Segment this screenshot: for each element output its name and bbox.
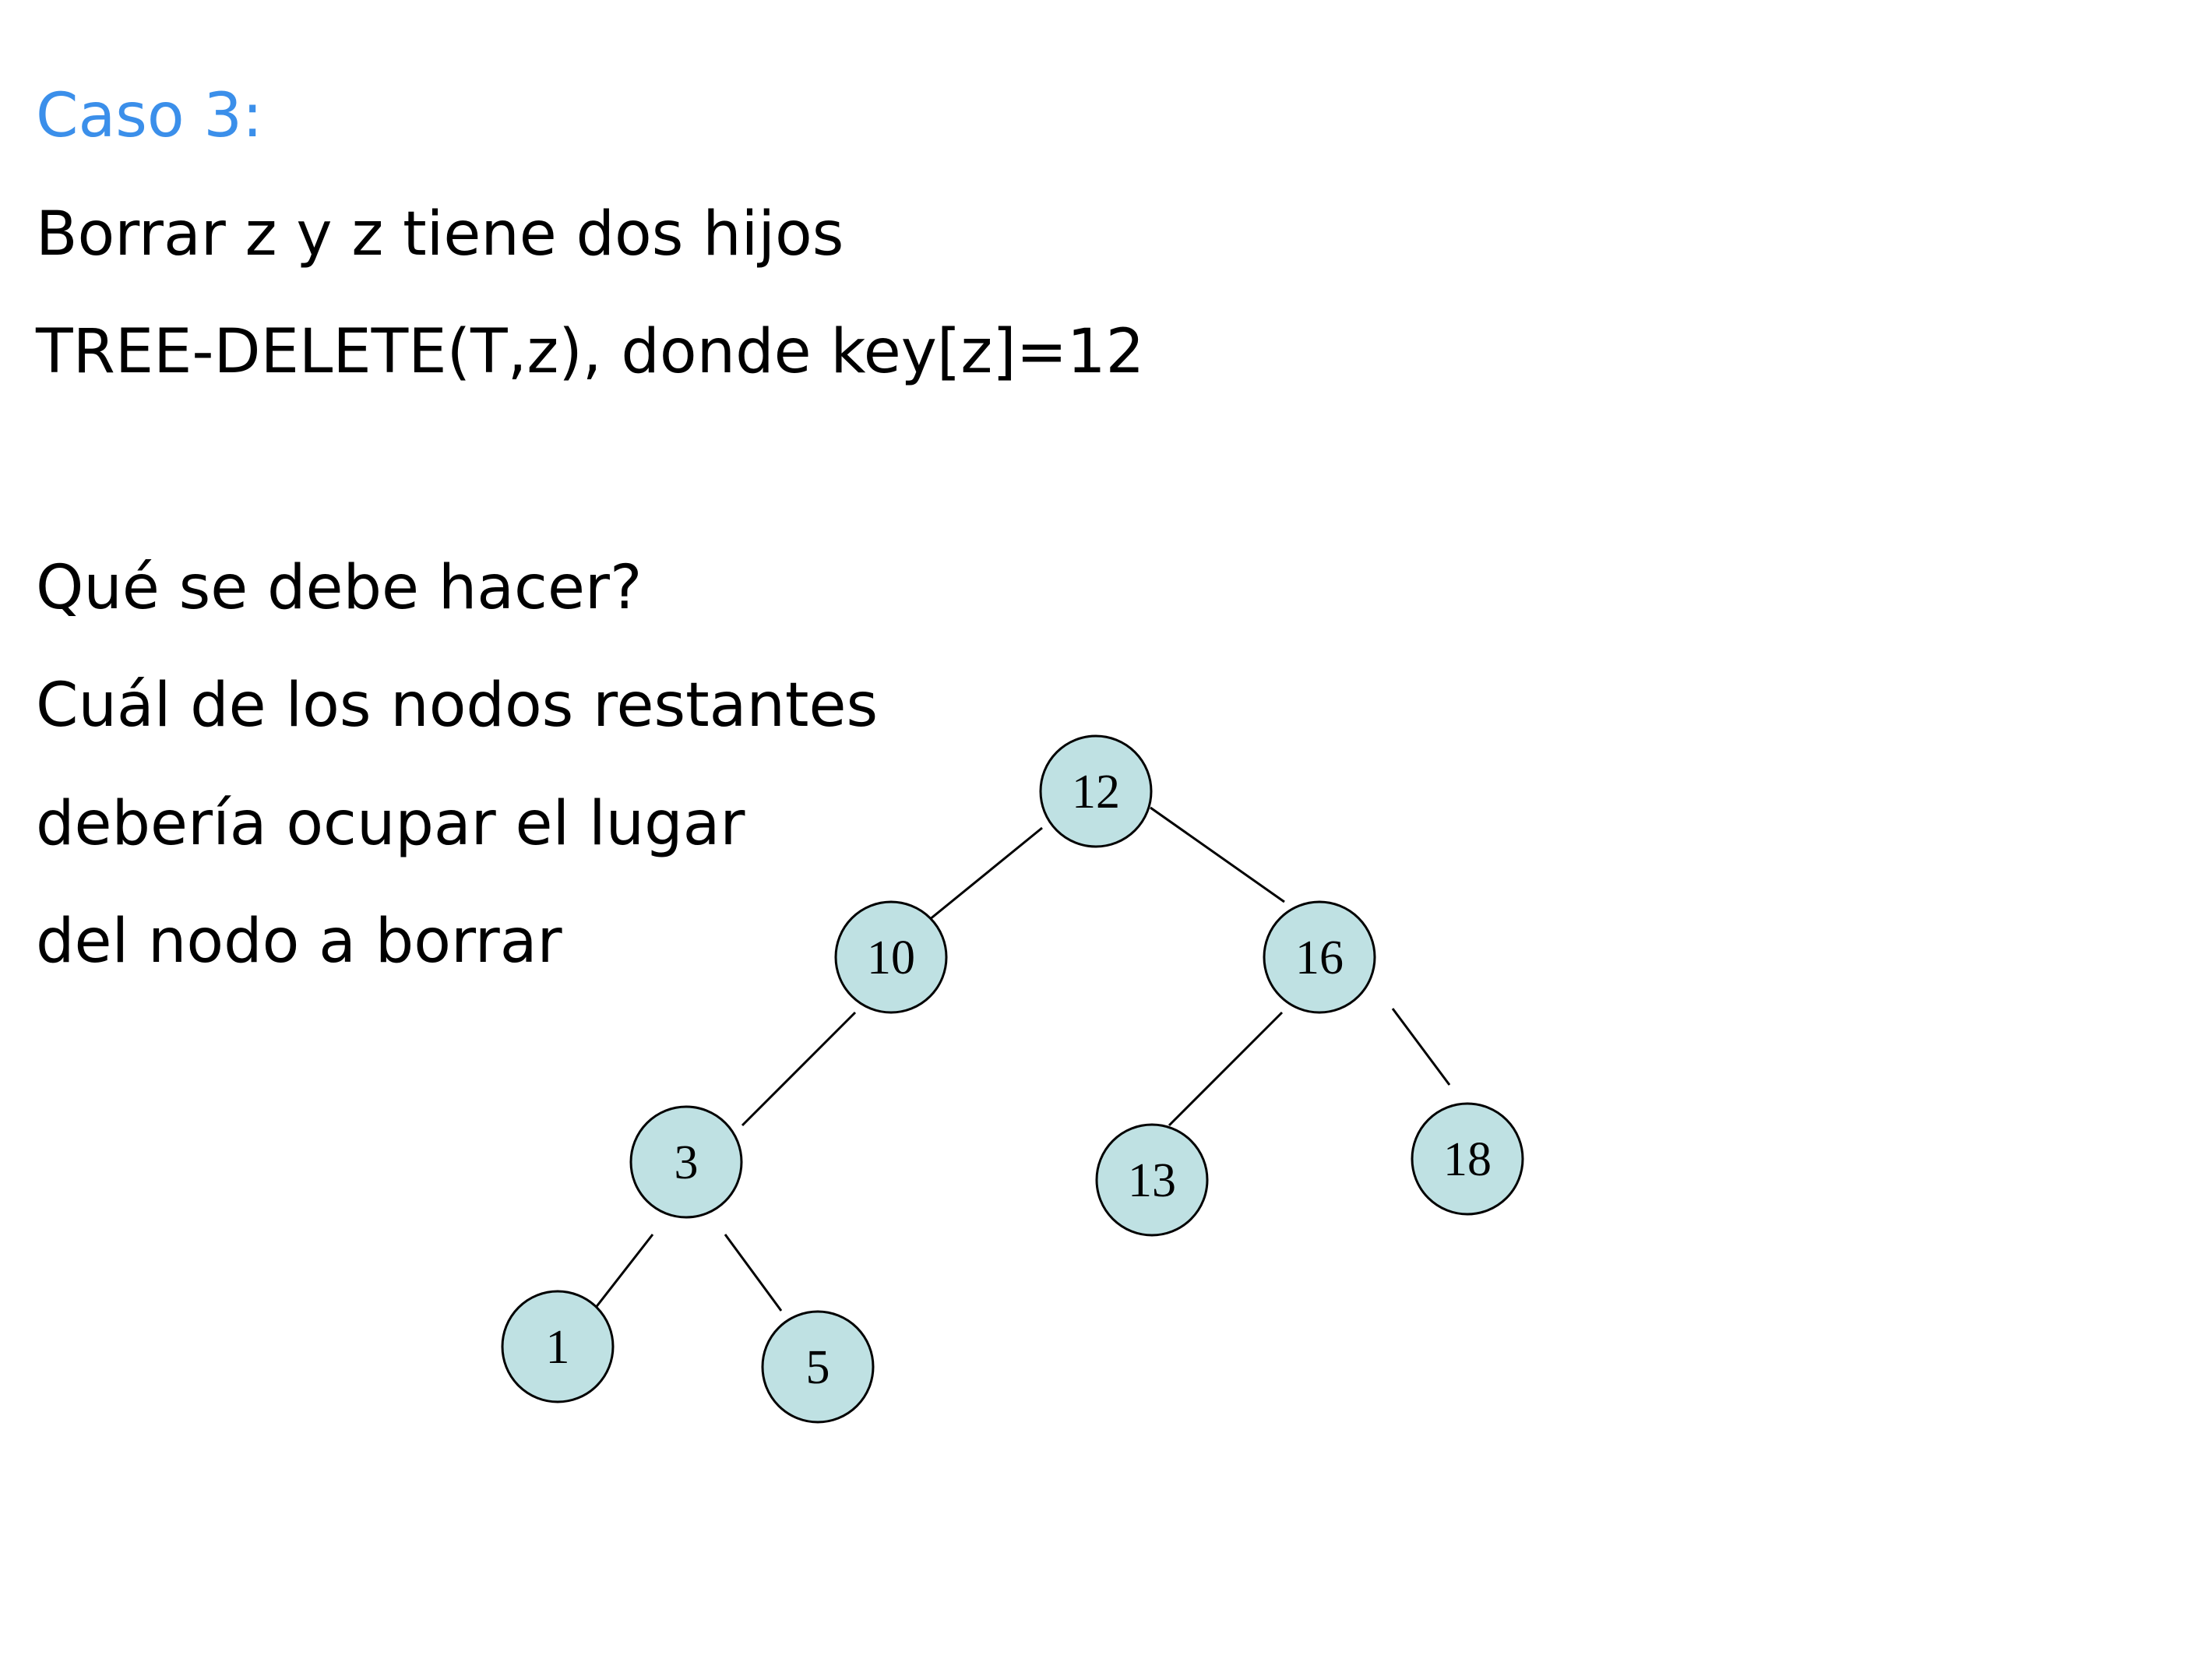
text-line-question-part-1: Cuál de los nodos restantes [36, 671, 879, 741]
text-line-case-description: Borrar z y z tiene dos hijos [36, 199, 844, 269]
tree-edge-n16-n13 [1168, 1011, 1284, 1127]
tree-node-label: 13 [1128, 1154, 1176, 1207]
tree-node-13: 13 [1095, 1123, 1209, 1237]
tree-edge-n12-n16 [1150, 806, 1285, 903]
tree-edge-n3-n1 [594, 1234, 654, 1309]
tree-node-16: 16 [1263, 900, 1376, 1014]
tree-node-3: 3 [629, 1105, 743, 1219]
tree-edge-n16-n18 [1391, 1008, 1451, 1086]
tree-edge-n12-n10 [928, 826, 1043, 921]
tree-node-label: 5 [806, 1341, 830, 1394]
text-line-question-part-3: del nodo a borrar [36, 907, 562, 977]
tree-node-label: 12 [1072, 766, 1120, 819]
tree-node-10: 10 [834, 900, 948, 1014]
tree-node-circle [834, 900, 948, 1014]
text-line-question: Qué se debe hacer? [36, 553, 643, 623]
tree-node-circle [1095, 1123, 1209, 1237]
tree-node-1: 1 [501, 1290, 615, 1403]
tree-node-circle [1263, 900, 1376, 1014]
tree-edges [594, 806, 1451, 1312]
tree-edge-n3-n5 [724, 1234, 783, 1312]
text-line-tree-delete-call: TREE-DELETE(T,z), donde key[z]=12 [36, 317, 1145, 387]
slide-title: Caso 3: [36, 81, 263, 151]
tree-node-label: 3 [675, 1136, 699, 1189]
tree-node-circle [1411, 1102, 1524, 1216]
tree-node-5: 5 [761, 1310, 875, 1424]
tree-node-circle [1039, 734, 1153, 848]
text-line-question-part-2: debería ocupar el lugar [36, 789, 745, 859]
tree-nodes: 12 10 16 3 13 18 1 5 [501, 734, 1524, 1424]
tree-node-label: 10 [867, 931, 915, 984]
tree-node-circle [629, 1105, 743, 1219]
tree-node-18: 18 [1411, 1102, 1524, 1216]
tree-node-label: 16 [1295, 931, 1344, 984]
tree-node-circle [501, 1290, 615, 1403]
tree-edge-n10-n3 [741, 1011, 857, 1127]
tree-node-label: 1 [546, 1321, 570, 1374]
tree-node-circle [761, 1310, 875, 1424]
tree-node-label: 18 [1443, 1133, 1492, 1186]
tree-node-12: 12 [1039, 734, 1153, 848]
